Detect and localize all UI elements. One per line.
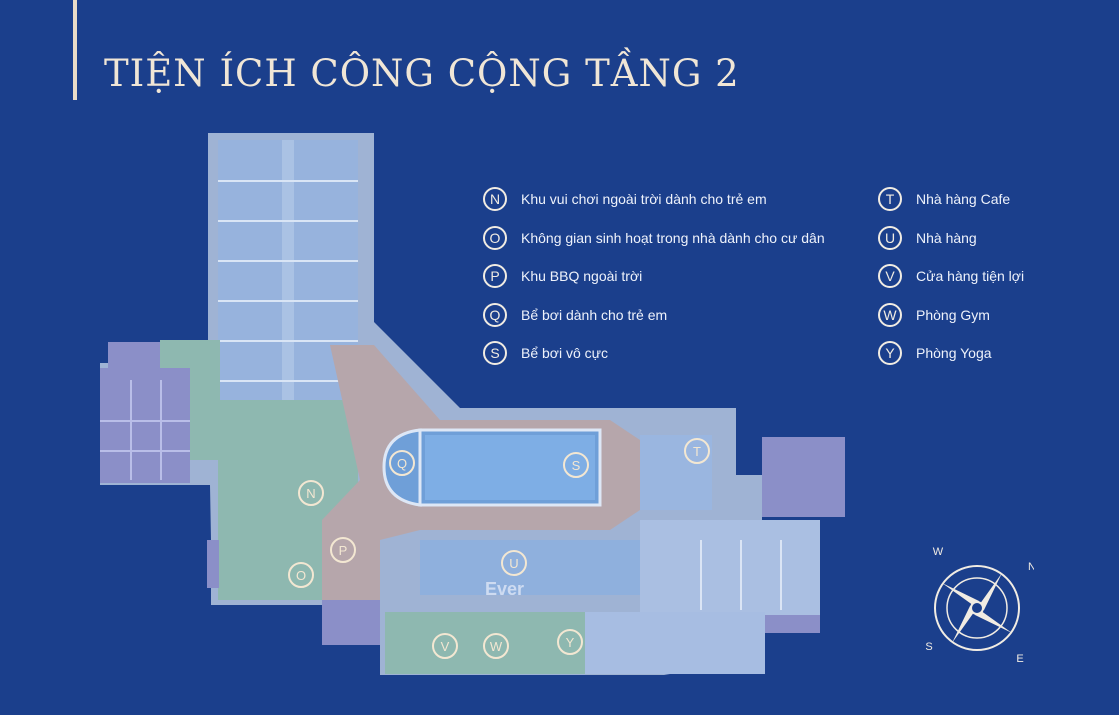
svg-text:P: P	[339, 543, 348, 558]
east-purple-block	[762, 437, 845, 517]
marker-w: W	[483, 633, 509, 659]
legend-label: Không gian sinh hoạt trong nhà dành cho …	[521, 230, 825, 246]
legend-item-o: O Không gian sinh hoạt trong nhà dành cho…	[483, 225, 825, 251]
svg-text:V: V	[441, 639, 450, 654]
svg-text:W: W	[490, 639, 503, 654]
legend-marker: W	[878, 303, 902, 327]
svg-text:T: T	[693, 444, 701, 459]
south-purple-block	[322, 600, 380, 645]
svg-text:N: N	[306, 486, 315, 501]
east-wing	[640, 520, 820, 615]
svg-text:O: O	[296, 568, 306, 583]
legend-item-p: P Khu BBQ ngoài trời	[483, 263, 642, 289]
marker-t: T	[684, 438, 710, 464]
south-east-block	[585, 612, 765, 674]
legend-item-y: Y Phòng Yoga	[878, 340, 992, 366]
legend-label: Khu vui chơi ngoài trời dành cho trẻ em	[521, 191, 767, 207]
compass-north-label: N	[1028, 561, 1034, 573]
kids-pool	[382, 428, 422, 507]
compass-west-label: W	[933, 546, 944, 558]
legend-item-s: S Bể bơi vô cực	[483, 340, 608, 366]
legend-label: Cửa hàng tiện lợi	[916, 268, 1025, 284]
marker-q: Q	[389, 450, 415, 476]
legend-label: Phòng Yoga	[916, 345, 992, 361]
compass-south-label: S	[925, 641, 932, 653]
legend-label: Nhà hàng Cafe	[916, 191, 1011, 207]
corridor-lines	[218, 180, 358, 182]
marker-y: Y	[557, 629, 583, 655]
legend-marker: S	[483, 341, 507, 365]
legend-item-u: U Nhà hàng	[878, 225, 977, 251]
marker-n: N	[298, 480, 324, 506]
legend-label: Bể bơi dành cho trẻ em	[521, 307, 668, 323]
cafe-block	[640, 435, 712, 510]
legend-label: Phòng Gym	[916, 307, 990, 323]
svg-text:U: U	[509, 556, 518, 571]
legend-marker: T	[878, 187, 902, 211]
legend-marker: U	[878, 226, 902, 250]
compass-east-label: E	[1016, 653, 1023, 665]
west-purple-block	[100, 368, 190, 483]
compass-icon: N W S E	[925, 546, 1034, 665]
tower-core	[282, 140, 294, 480]
page-title: TIỆN ÍCH CÔNG CỘNG TẦNG 2	[104, 52, 740, 95]
title-accent-bar	[73, 0, 77, 100]
legend-marker: O	[483, 226, 507, 250]
svg-text:S: S	[572, 458, 581, 473]
legend-marker: Y	[878, 341, 902, 365]
svg-text:Y: Y	[566, 635, 575, 650]
legend-label: Nhà hàng	[916, 230, 977, 246]
restaurant-block	[420, 540, 640, 595]
legend-marker: P	[483, 264, 507, 288]
legend-marker: Q	[483, 303, 507, 327]
marker-v: V	[432, 633, 458, 659]
legend-item-t: T Nhà hàng Cafe	[878, 186, 1010, 212]
marker-s: S	[563, 452, 589, 478]
svg-text:Q: Q	[397, 456, 407, 471]
legend-item-v: V Cửa hàng tiện lợi	[878, 263, 1024, 289]
marker-o: O	[288, 562, 314, 588]
marker-p: P	[330, 537, 356, 563]
legend-marker: N	[483, 187, 507, 211]
marker-u: U	[501, 550, 527, 576]
legend-item-w: W Phòng Gym	[878, 302, 990, 328]
legend-label: Khu BBQ ngoài trời	[521, 268, 643, 284]
legend-label: Bể bơi vô cực	[521, 345, 609, 361]
watermark-text: Ever	[485, 579, 524, 599]
legend-marker: V	[878, 264, 902, 288]
legend-item-n: N Khu vui chơi ngoài trời dành cho trẻ em	[483, 186, 767, 212]
legend-item-q: Q Bể bơi dành cho trẻ em	[483, 302, 667, 328]
